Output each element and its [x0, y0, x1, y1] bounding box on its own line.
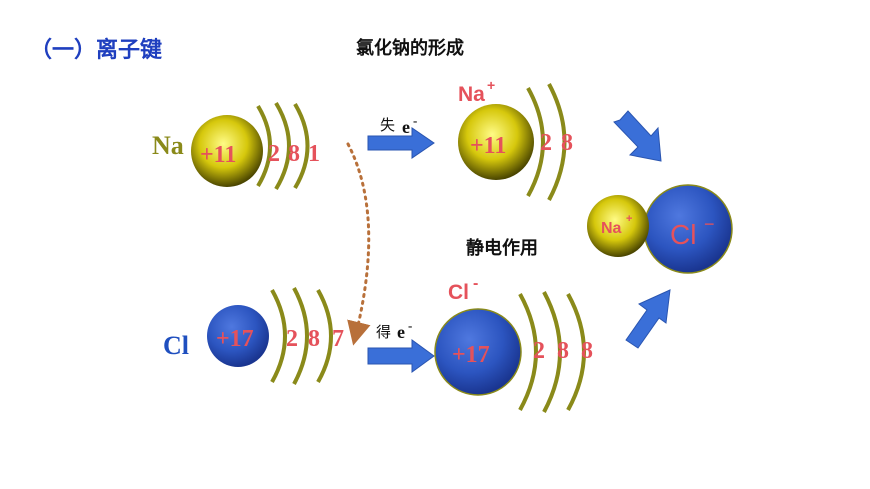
- gain-label-charge: -: [408, 318, 412, 333]
- gain-arrow-shape: [367, 339, 435, 373]
- chlorine-atom-shells: [270, 287, 333, 385]
- electrostatic-force-label: 静电作用: [466, 238, 538, 258]
- sodium-to-pair-arrow: [613, 110, 662, 162]
- lose-electron-arrow: 失 e -: [367, 113, 435, 159]
- ionic-pair: Na + Cl −: [587, 184, 733, 274]
- lose-label-text: 失: [380, 116, 395, 134]
- lose-label-charge: -: [413, 113, 417, 128]
- chlorine-atom-shell-2: 8: [308, 326, 320, 352]
- chloride-ion-shell-2: 8: [557, 338, 569, 364]
- section-heading: （一）离子键: [30, 37, 163, 62]
- diagram-title: 氯化钠的形成: [356, 38, 464, 58]
- gain-label-particle: e: [397, 322, 405, 342]
- sodium-atom-nucleus-charge: +11: [200, 142, 236, 168]
- lose-label-particle: e: [402, 117, 410, 137]
- chlorine-atom: Cl +17 2 8 7: [163, 287, 344, 385]
- gain-electron-arrow: 得 e -: [367, 318, 435, 373]
- chloride-ion-charge: -: [473, 275, 478, 292]
- electron-transfer-path: [346, 142, 371, 346]
- chlorine-atom-nucleus: [207, 305, 269, 367]
- chlorine-atom-shell-3: 7: [332, 326, 344, 352]
- chloride-ion-shell-1: 2: [533, 338, 545, 364]
- sodium-ion-symbol: Na: [458, 83, 485, 106]
- sodium-atom-shells: [256, 101, 310, 191]
- chlorine-atom-shell-1: 2: [286, 326, 298, 352]
- pair-sodium-charge: +: [626, 213, 632, 225]
- chloride-ion: Cl - +17 2 8 8: [434, 275, 593, 413]
- pair-sodium-sphere: [587, 195, 649, 257]
- sodium-ion-nucleus: [458, 104, 534, 180]
- lose-arrow-shape: [367, 127, 435, 159]
- pair-sodium-symbol: Na: [601, 220, 622, 237]
- chloride-to-pair-arrow: [625, 289, 671, 349]
- chloride-ion-nucleus-charge: +17: [452, 342, 490, 368]
- chlorine-atom-symbol: Cl: [163, 331, 189, 360]
- sodium-atom-nucleus: [191, 115, 263, 187]
- gain-label-text: 得: [376, 323, 391, 341]
- chloride-ion-shell-3: 8: [581, 338, 593, 364]
- sodium-atom: Na +11 2 8 1: [152, 101, 320, 191]
- pair-chloride-charge: −: [704, 214, 715, 234]
- pair-chloride-symbol: Cl: [670, 219, 696, 250]
- sodium-ion-shells: [526, 83, 567, 201]
- sodium-atom-symbol: Na: [152, 131, 184, 160]
- chlorine-atom-nucleus-charge: +17: [216, 326, 254, 352]
- sodium-ion-shell-2: 8: [561, 130, 573, 156]
- sodium-ion-charge: +: [487, 77, 495, 93]
- chloride-ion-symbol: Cl: [448, 281, 469, 304]
- sodium-ion: Na + +11 2 8: [458, 77, 573, 201]
- sodium-ion-nucleus-charge: +11: [470, 133, 506, 159]
- sodium-atom-shell-3: 1: [308, 141, 320, 167]
- sodium-atom-shell-1: 2: [268, 141, 280, 167]
- sodium-ion-shell-1: 2: [540, 130, 552, 156]
- chloride-ion-nucleus: [434, 308, 522, 396]
- sodium-atom-shell-2: 8: [288, 141, 300, 167]
- chloride-ion-shells: [518, 291, 586, 413]
